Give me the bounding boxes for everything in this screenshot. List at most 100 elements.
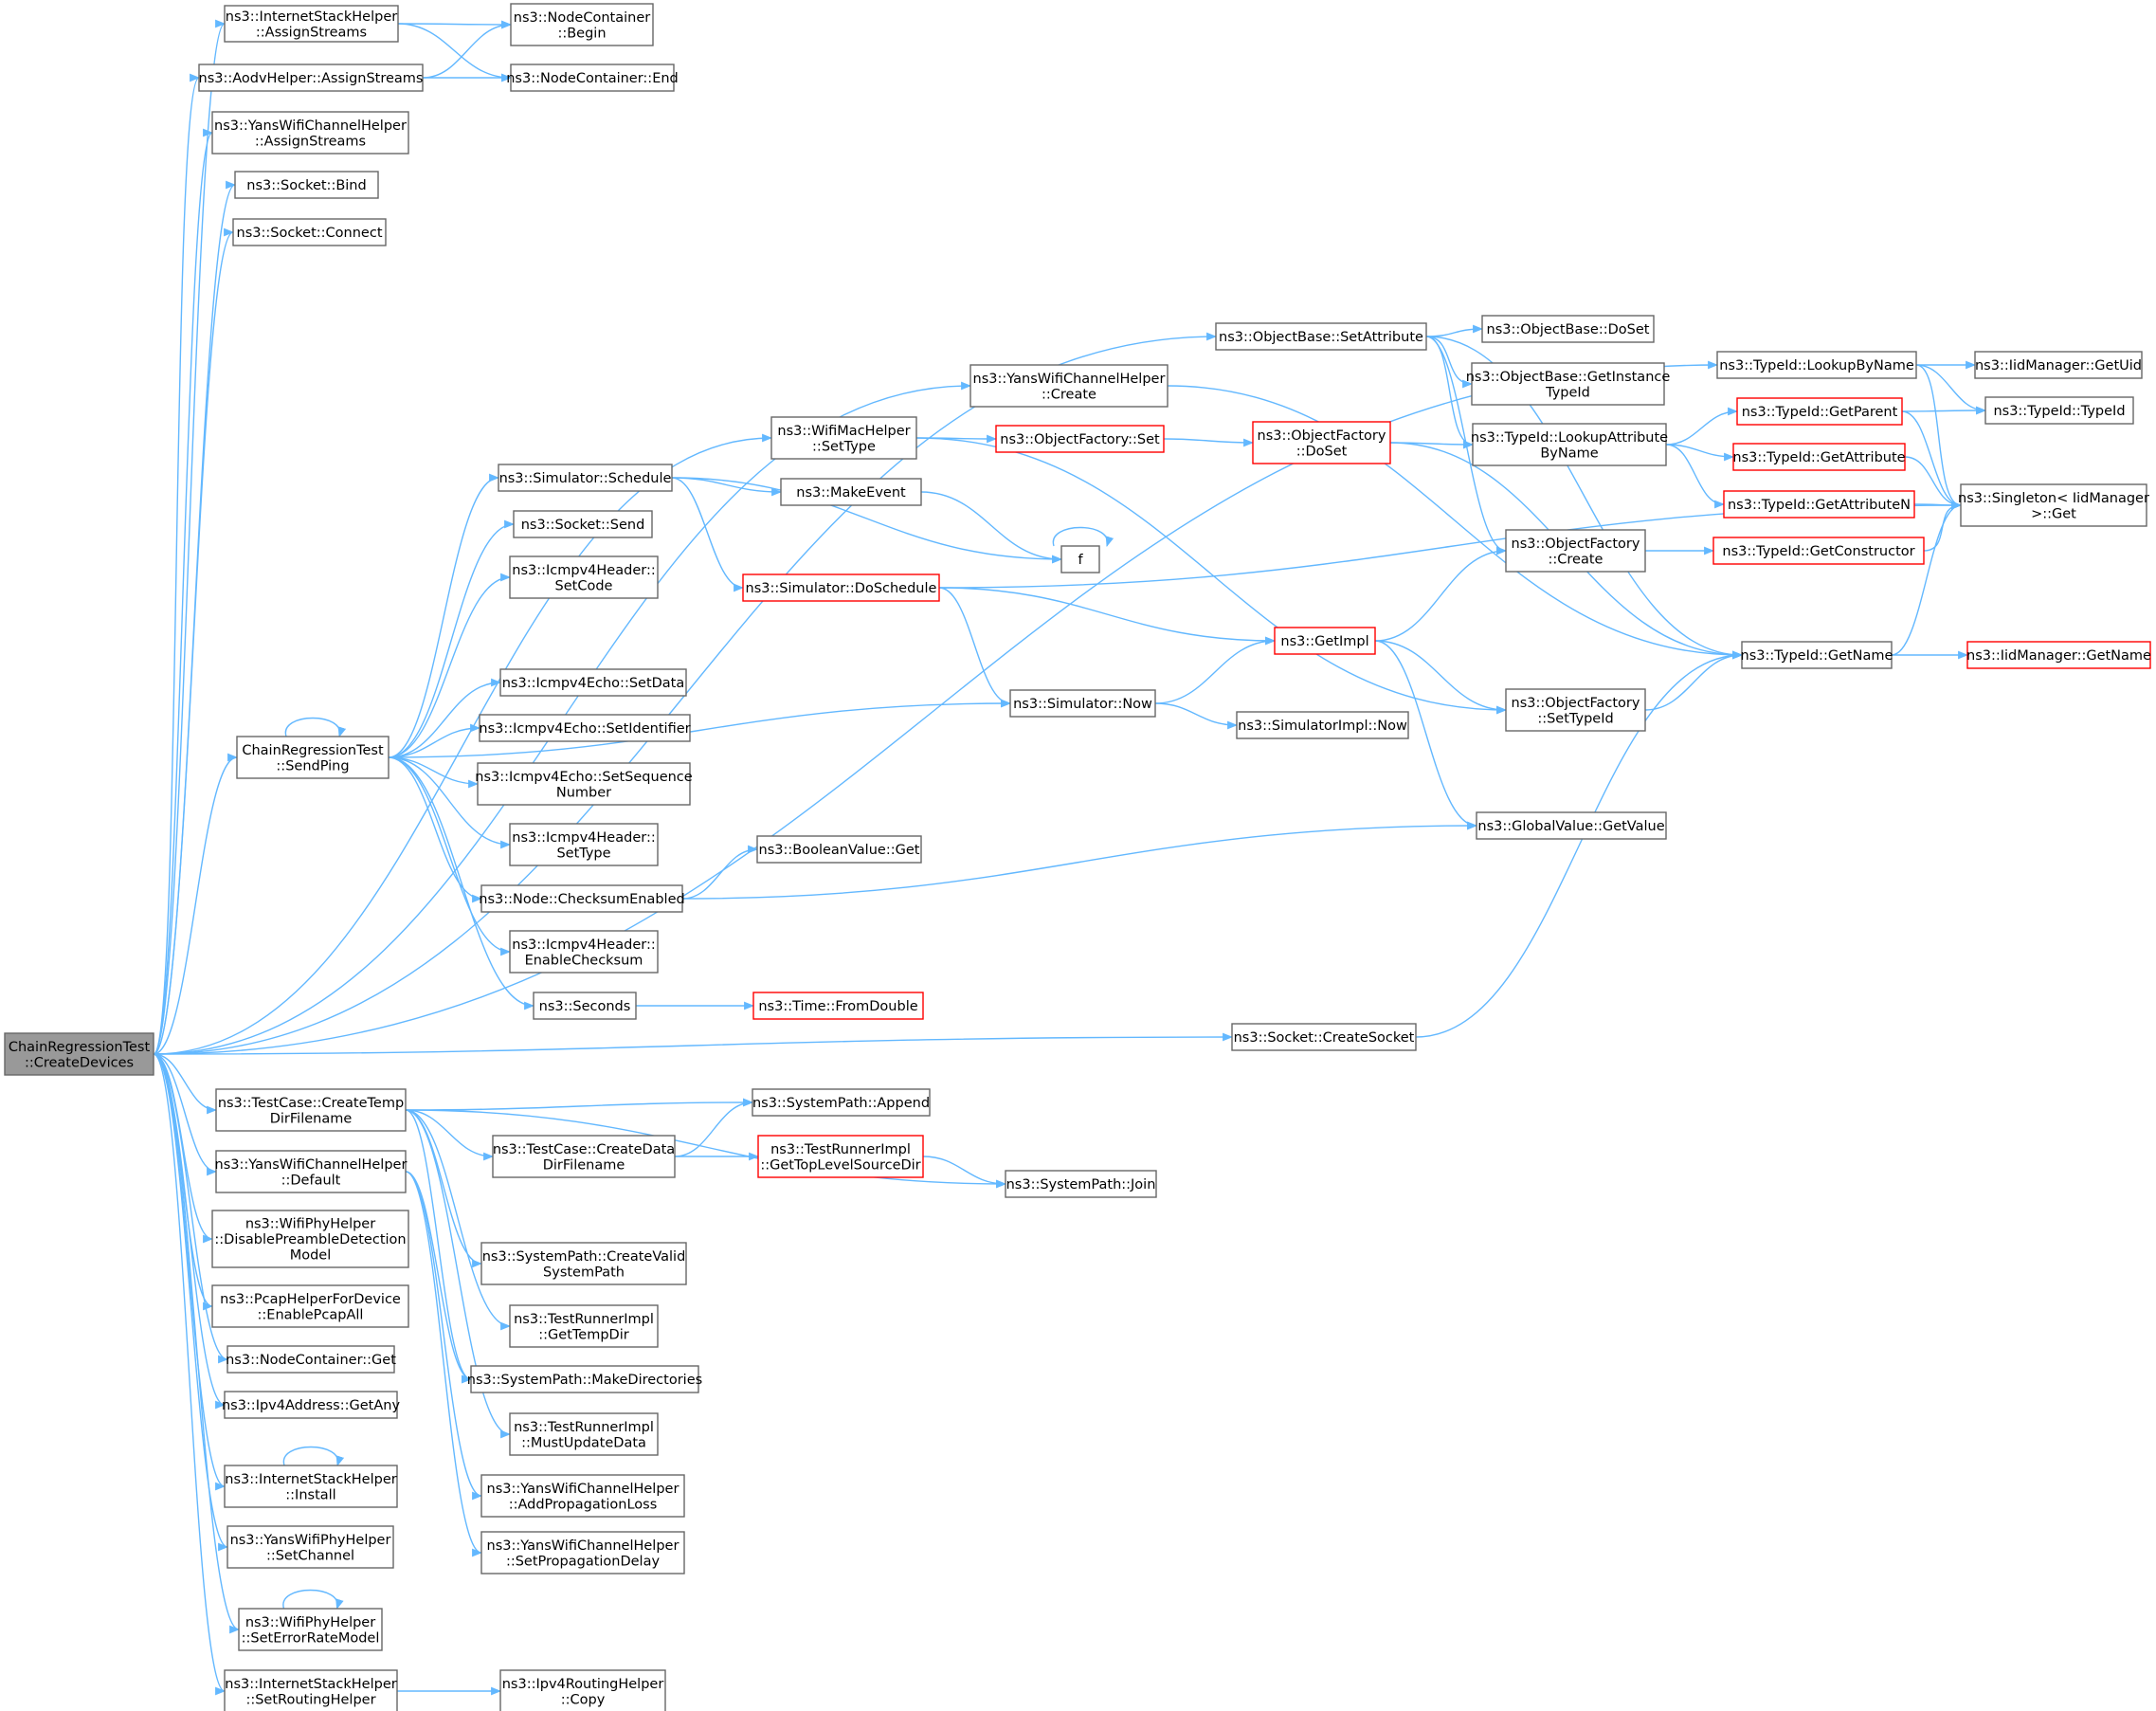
node-ish-setrouting[interactable]: ns3::InternetStackHelper::SetRoutingHelp… [224, 1669, 398, 1711]
node-box [1231, 1023, 1417, 1051]
edge-wph_seterror-self-call [282, 1589, 344, 1611]
node-ywc-assign[interactable]: ns3::YansWifiChannelHelper::AssignStream… [211, 111, 409, 155]
node-icmp-enablecs[interactable]: ns3::Icmpv4Header::EnableChecksum [509, 930, 659, 974]
node-icmp-settype[interactable]: ns3::Icmpv4Header::SetType [509, 823, 659, 866]
node-ywc-create[interactable]: ns3::YansWifiChannelHelper::Create [969, 364, 1169, 408]
node-tid-getattr[interactable]: ns3::TypeId::GetAttribute [1732, 443, 1906, 471]
node-tri-mustupdate[interactable]: ns3::TestRunnerImpl::MustUpdateData [509, 1412, 659, 1456]
node-box [510, 3, 654, 46]
node-aodv-assign[interactable]: ns3::AodvHelper::AssignStreams [198, 64, 424, 92]
node-ipv4-getany[interactable]: ns3::Ipv4Address::GetAny [222, 1391, 400, 1419]
node-label: ns3::ObjectFactory [1512, 537, 1640, 552]
node-makeevent[interactable]: ns3::MakeEvent [780, 478, 922, 506]
node-nc-end[interactable]: ns3::NodeContainer::End [506, 64, 679, 92]
node-tid-lookup[interactable]: ns3::TypeId::LookupByName [1716, 351, 1917, 379]
node-node-checksum[interactable]: ns3::Node::ChecksumEnabled [479, 884, 685, 913]
node-ish-install[interactable]: ns3::InternetStackHelper::Install [224, 1465, 398, 1508]
node-pcap-enable[interactable]: ns3::PcapHelperForDevice::EnablePcapAll [211, 1284, 409, 1328]
node-box [1009, 689, 1156, 718]
node-ob-setattr[interactable]: ns3::ObjectBase::SetAttribute [1215, 322, 1427, 351]
node-ipv4rh-copy[interactable]: ns3::Ipv4RoutingHelper::Copy [499, 1669, 666, 1711]
node-nc-begin[interactable]: ns3::NodeContainer::Begin [510, 3, 654, 46]
node-tid-typeid[interactable]: ns3::TypeId::TypeId [1984, 396, 2134, 425]
node-iid-getname[interactable]: ns3::IidManager::GetName [1966, 641, 2151, 669]
node-tid-getctor[interactable]: ns3::TypeId::GetConstructor [1712, 537, 1925, 565]
node-time-fromdouble[interactable]: ns3::Time::FromDouble [752, 992, 924, 1020]
node-getimpl[interactable]: ns3::GetImpl [1274, 627, 1376, 655]
node-label: ns3::Time::FromDouble [758, 999, 917, 1014]
node-of-doset[interactable]: ns3::ObjectFactory::DoSet [1252, 421, 1391, 464]
node-of-set[interactable]: ns3::ObjectFactory::Set [995, 425, 1165, 453]
node-iid-getuid[interactable]: ns3::IidManager::GetUid [1974, 351, 2143, 379]
node-sp-append[interactable]: ns3::SystemPath::Append [752, 1088, 931, 1117]
edge-root-to-ish_assign [153, 19, 226, 1055]
function-nodes: ChainRegressionTest::CreateDevicesns3::I… [4, 3, 2151, 1711]
node-label: ns3::NodeContainer::End [506, 71, 679, 86]
node-label: ns3::TestCase::CreateData [493, 1142, 675, 1157]
node-boolval-get[interactable]: ns3::BooleanValue::Get [756, 835, 922, 864]
node-seconds[interactable]: ns3::Seconds [533, 992, 637, 1020]
node-nc-get[interactable]: ns3::NodeContainer::Get [226, 1345, 396, 1374]
node-ywc-setdelay[interactable]: ns3::YansWifiChannelHelper::SetPropagati… [480, 1531, 685, 1574]
node-sock-connect[interactable]: ns3::Socket::Connect [232, 218, 387, 246]
node-of-settypeid[interactable]: ns3::ObjectFactory::SetTypeId [1505, 688, 1646, 732]
node-ywc-default[interactable]: ns3::YansWifiChannelHelper::Default [215, 1150, 408, 1193]
node-root[interactable]: ChainRegressionTest::CreateDevices [4, 1032, 154, 1076]
node-tid-getparent[interactable]: ns3::TypeId::GetParent [1736, 397, 1903, 426]
node-sock-send[interactable]: ns3::Socket::Send [513, 510, 653, 538]
edge-root-to-sock_create [153, 1032, 1234, 1055]
node-gv-getvalue[interactable]: ns3::GlobalValue::GetValue [1476, 811, 1667, 840]
edge-f-self-call [1052, 526, 1114, 548]
edge-root-to-ipv4_getany [153, 1053, 226, 1410]
node-ywp-setchannel[interactable]: ns3::YansWifiPhyHelper::SetChannel [226, 1525, 394, 1569]
node-singleton[interactable]: ns3::Singleton< IidManager >::Get [1958, 483, 2149, 527]
node-sim-dosched[interactable]: ns3::Simulator::DoSchedule [742, 573, 940, 602]
edge-ywc_default-to-sp_makedirs [405, 1171, 473, 1384]
node-label: ns3::TypeId::GetParent [1742, 405, 1898, 420]
node-box [480, 884, 683, 913]
node-sock-bind[interactable]: ns3::Socket::Bind [234, 171, 379, 199]
node-f[interactable]: f [1060, 545, 1100, 573]
node-sim-now[interactable]: ns3::Simulator::Now [1009, 689, 1156, 718]
node-tri-gettop[interactable]: ns3::TestRunnerImpl::GetTopLevelSourceDi… [757, 1135, 924, 1178]
node-label: ::SetRoutingHelper [245, 1692, 375, 1707]
node-tid-getattrn[interactable]: ns3::TypeId::GetAttributeN [1723, 490, 1915, 519]
node-sendping[interactable]: ChainRegressionTest::SendPing [236, 736, 390, 779]
node-tid-getname[interactable]: ns3::TypeId::GetName [1741, 641, 1893, 669]
edge-tc_createdata-to-sp_append [674, 1098, 754, 1157]
node-label: ns3::NodeContainer::Get [226, 1353, 396, 1368]
node-sim-schedule[interactable]: ns3::Simulator::Schedule [498, 464, 673, 492]
edge-tri_gettop-to-sp_join [922, 1156, 1007, 1189]
node-label: ::Install [285, 1487, 335, 1502]
node-sp-makedirs[interactable]: ns3::SystemPath::MakeDirectories [467, 1365, 702, 1393]
node-simimpl-now[interactable]: ns3::SimulatorImpl::Now [1236, 711, 1409, 739]
node-tri-gettemp[interactable]: ns3::TestRunnerImpl::GetTempDir [509, 1304, 659, 1348]
node-sock-create[interactable]: ns3::Socket::CreateSocket [1231, 1023, 1417, 1051]
edge-root-to-ywc_assign [153, 128, 214, 1055]
edge-sendping-to-sim_now [388, 699, 1012, 758]
node-label: DirFilename [543, 1157, 625, 1173]
node-echo-setdata[interactable]: ns3::Icmpv4Echo::SetData [499, 668, 687, 697]
node-of-create[interactable]: ns3::ObjectFactory::Create [1505, 529, 1646, 573]
edge-sim_schedule-to-sim_dosched [671, 477, 745, 592]
node-wph-seterror[interactable]: ns3::WifiPhyHelper::SetErrorRateModel [238, 1608, 383, 1651]
node-ish-assign[interactable]: ns3::InternetStackHelper::AssignStreams [224, 5, 399, 43]
node-wmh-settype[interactable]: ns3::WifiMacHelper::SetType [770, 416, 917, 460]
node-ob-doset[interactable]: ns3::ObjectBase::DoSet [1481, 315, 1655, 343]
node-label: ns3::GetImpl [1280, 634, 1368, 649]
node-label: ns3::TypeId::GetAttribute [1732, 450, 1905, 465]
node-echo-setid[interactable]: ns3::Icmpv4Echo::SetIdentifier [479, 714, 691, 742]
edge-tc_createtemp-to-tc_createdata [405, 1109, 495, 1161]
node-icmp-setcode[interactable]: ns3::Icmpv4Header::SetCode [509, 555, 659, 599]
node-box [1005, 1170, 1157, 1198]
node-sp-join[interactable]: ns3::SystemPath::Join [1005, 1170, 1157, 1198]
node-ywc-addloss[interactable]: ns3::YansWifiChannelHelper::AddPropagati… [480, 1474, 685, 1518]
node-label: ns3::SystemPath::MakeDirectories [467, 1373, 702, 1388]
node-wph-disable[interactable]: ns3::WifiPhyHelper::DisablePreambleDetec… [211, 1210, 409, 1268]
